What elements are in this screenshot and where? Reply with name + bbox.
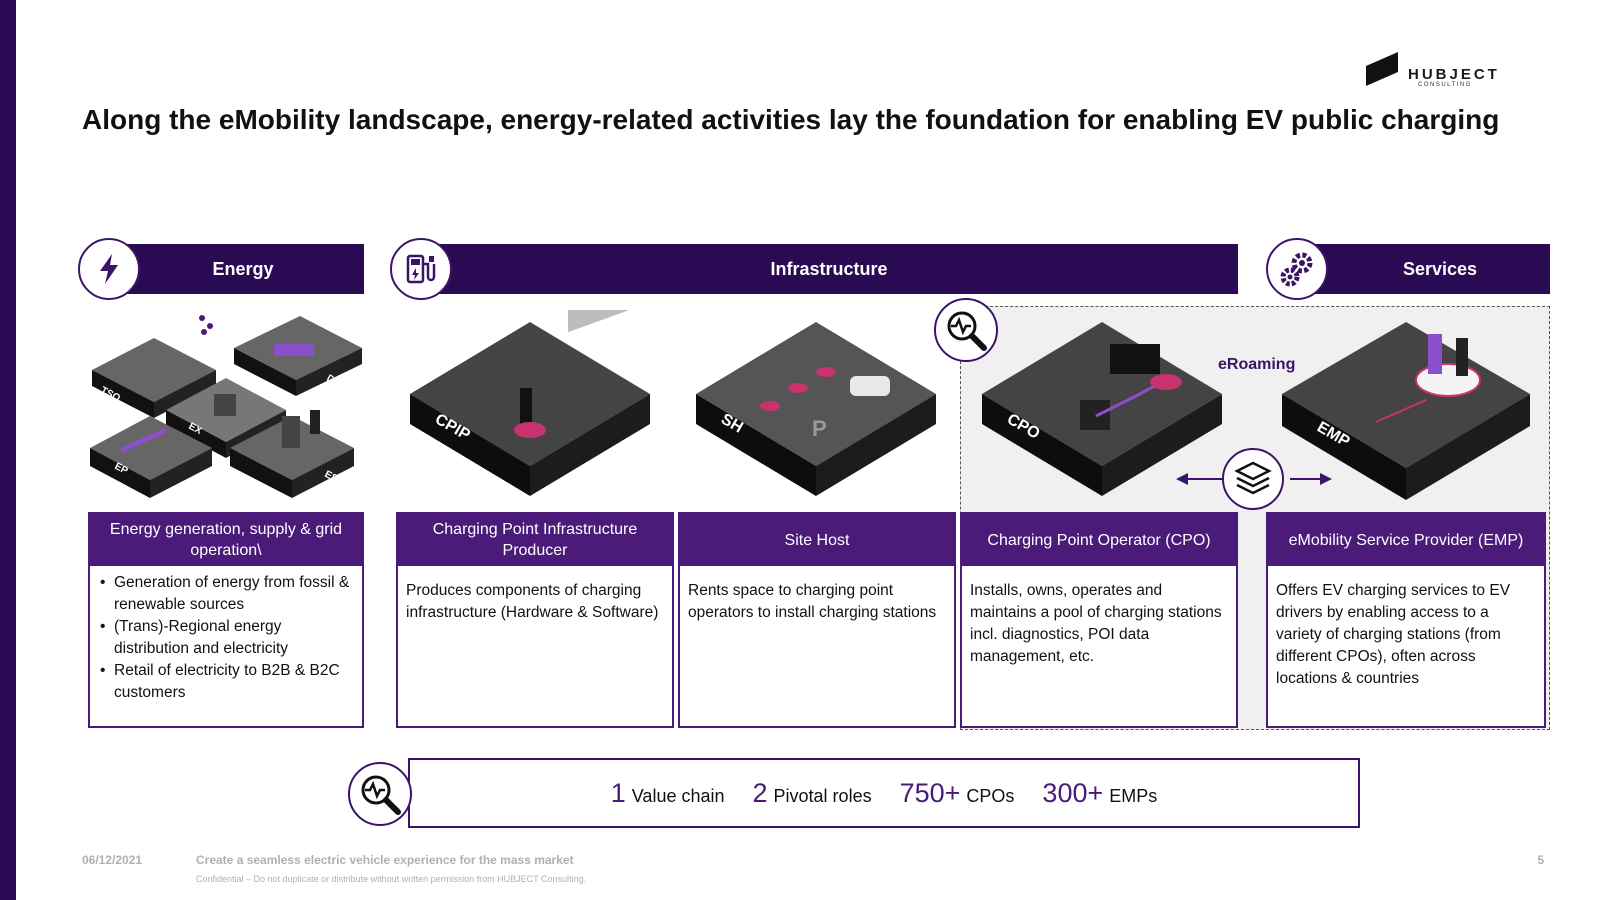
card-energy-title: Energy generation, supply & grid operati…	[90, 514, 362, 566]
band-energy-label: Energy	[212, 258, 274, 279]
eroaming-arrow-right	[1290, 478, 1324, 480]
energy-illustration: TSO DSO EX EP ES	[90, 315, 362, 498]
stat-number: 1	[610, 777, 626, 808]
list-item: Generation of energy from fossil & renew…	[98, 572, 354, 616]
stat-pivotal-roles: 2 Pivotal roles	[753, 778, 872, 809]
card-emp-body: Offers EV charging services to EV driver…	[1276, 582, 1511, 687]
card-cpo: Charging Point Operator (CPO) Installs, …	[960, 512, 1238, 728]
logo-mark-icon	[1366, 52, 1398, 86]
card-sh-title: Site Host	[680, 514, 954, 566]
band-services: Services	[1300, 244, 1550, 294]
band-infrastructure: Infrastructure	[420, 244, 1238, 294]
dso-platform: DSO	[234, 316, 362, 396]
page-number: 5	[1537, 853, 1544, 867]
page-title: Along the eMobility landscape, energy-re…	[82, 104, 1500, 135]
ep-platform: EP	[90, 416, 212, 498]
card-emp: eMobility Service Provider (EMP) Offers …	[1266, 512, 1546, 728]
card-cpo-body: Installs, owns, operates and maintains a…	[970, 582, 1222, 665]
band-infrastructure-label: Infrastructure	[770, 258, 888, 279]
stat-number: 2	[752, 777, 768, 808]
stat-label: EMPs	[1109, 785, 1158, 806]
stats-bar: 1 Value chain 2 Pivotal roles 750+ CPOs …	[408, 758, 1360, 828]
stat-cpos: 750+ CPOs	[900, 778, 1015, 809]
layers-icon	[1222, 448, 1284, 510]
card-energy: Energy generation, supply & grid operati…	[88, 512, 364, 728]
band-services-label: Services	[1402, 258, 1478, 279]
card-emp-title: eMobility Service Provider (EMP)	[1268, 514, 1544, 566]
stat-number: 750+	[899, 777, 961, 808]
left-accent-bar	[0, 0, 16, 900]
gears-icon	[1266, 238, 1328, 300]
footer-confidential: Confidential – Do not duplicate or distr…	[196, 874, 587, 884]
card-cpip-body: Produces components of charging infrastr…	[406, 582, 659, 621]
cpip-illustration: CPIP	[410, 310, 650, 496]
card-energy-bullets: Generation of energy from fossil & renew…	[98, 572, 354, 704]
magnifier-pulse-icon	[348, 762, 412, 826]
es-platform: ES	[230, 410, 354, 498]
footer-date: 06/12/2021	[82, 853, 143, 867]
sh-illustration: P SH	[696, 322, 936, 496]
charging-station-icon	[390, 238, 452, 300]
footer-tagline: Create a seamless electric vehicle exper…	[196, 853, 574, 867]
list-item: (Trans)-Regional energy distribution and…	[98, 616, 354, 660]
logo-text: HUBJECT	[1408, 66, 1500, 83]
emp-illustration: EMP	[1282, 322, 1530, 500]
card-cpip-title: Charging Point Infrastructure Producer	[398, 514, 672, 566]
list-item: Retail of electricity to B2B & B2C custo…	[98, 660, 354, 704]
stat-label: Pivotal roles	[773, 785, 872, 806]
dso-code: DSO	[325, 373, 349, 393]
stat-label: Value chain	[631, 785, 725, 806]
card-sh-body: Rents space to charging point operators …	[688, 582, 937, 621]
eroaming-label: eRoaming	[1218, 356, 1296, 373]
stat-number: 300+	[1042, 777, 1104, 808]
arrow-right-icon	[1320, 473, 1332, 485]
eroaming-arrow-left	[1184, 478, 1226, 480]
card-sh: Site Host Rents space to charging point …	[678, 512, 956, 728]
cpo-illustration: CPO	[982, 322, 1222, 496]
stat-emps: 300+ EMPs	[1042, 778, 1157, 809]
magnifier-pulse-icon	[934, 298, 998, 362]
hubject-logo: HUBJECT CONSULTING	[1364, 50, 1504, 90]
svg-text:P: P	[812, 416, 827, 441]
card-cpip: Charging Point Infrastructure Producer P…	[396, 512, 674, 728]
stat-label: CPOs	[966, 785, 1015, 806]
band-energy: Energy	[112, 244, 364, 294]
lightning-icon	[78, 238, 140, 300]
card-cpo-title: Charging Point Operator (CPO)	[962, 514, 1236, 566]
logo-subtext: CONSULTING	[1418, 82, 1472, 88]
stat-value-chain: 1 Value chain	[611, 778, 725, 809]
arrow-left-icon	[1176, 473, 1188, 485]
